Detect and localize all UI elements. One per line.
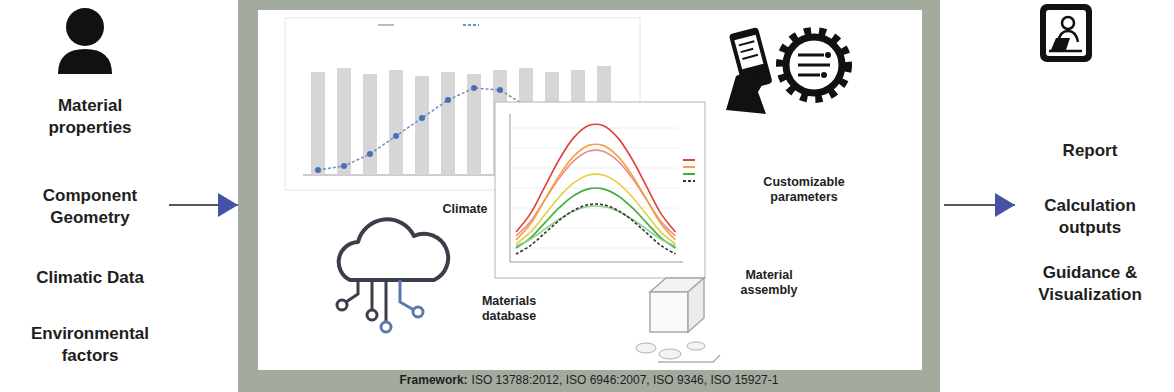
gear-line [798,64,830,67]
pebble [687,342,705,350]
output-item: Report [1015,140,1165,162]
framework-standards: ISO 13788:2012, ISO 6946:2007, ISO 9346,… [472,373,779,387]
bar [441,72,455,175]
hand-shape [726,70,766,114]
climate-curve [516,124,676,232]
gear-dot [821,72,827,78]
circuit-node [337,300,347,310]
grid-line [511,228,678,229]
circuit-line [400,280,414,310]
gear-dot [825,52,831,58]
temperature-point [341,163,347,169]
module-label: Material assembly [723,268,815,298]
input-list: Material propertiesComponent GeometryCli… [15,95,165,371]
chart-axis [510,262,683,263]
input-item: Environmental factors [15,323,165,367]
output-list: ReportCalculation outputsGuidance & Visu… [1015,140,1165,310]
screen-line [739,41,754,45]
grid-line [511,148,678,149]
gear-line [798,74,820,77]
cloud-outline [339,219,448,280]
gear-teeth [780,31,848,99]
framework-panel: Framework: ISO 13788:2012, ISO 6946:2007,… [238,0,940,392]
cube-front [650,292,688,332]
bar [389,70,403,175]
legend-line [463,24,479,26]
chart-legend [683,160,695,181]
temperature-point [445,97,451,103]
output-item: Guidance & Visualization [1015,262,1165,306]
flow-arrow [169,204,238,206]
pebble [636,343,656,353]
grid-line [511,248,678,249]
flow-arrow [944,204,1015,206]
circuit-node [381,322,391,332]
temperature-point [497,87,503,93]
framework-label: Framework: [400,373,468,387]
circuit-node [413,307,423,317]
climate-curve [516,204,676,254]
climate-curve [516,188,676,248]
legend-line [683,166,695,168]
legend-line [378,24,394,26]
input-item: Component Geometry [15,185,165,229]
bar [415,76,429,175]
pebble [659,349,681,359]
circuit-line [371,280,374,310]
icon-laptop [1051,38,1070,50]
cube-side [688,278,704,332]
cloud-icon [337,219,448,332]
module-label: Customizable parameters [748,175,860,205]
temperature-point [393,133,399,139]
screen-line [742,55,757,59]
temperature-point [471,85,477,91]
output-item: Calculation outputs [1015,195,1165,239]
framework-line: Framework: ISO 13788:2012, ISO 6946:2007,… [238,373,940,388]
icon-head [1062,17,1074,29]
icon-screen [1046,10,1086,56]
device-screen [734,35,763,70]
temperature-point [315,167,321,173]
icon-frame [1040,4,1092,62]
module-label: Climate [430,202,500,217]
assembly-sketch [636,278,720,362]
grid-line [511,128,678,129]
icon-desk [1049,50,1082,53]
temperature-point [367,151,373,157]
gear-line [798,54,824,57]
tool-area: Climate Customizable parametersMaterials … [258,10,922,370]
grid-line [511,168,678,169]
climate-curve [516,150,676,236]
legend-line [683,180,695,182]
bar [337,68,351,175]
bar [311,72,325,175]
person-icon [58,8,112,74]
legend-line [683,159,695,161]
circuit-node [367,310,377,320]
base-plate [658,355,720,362]
report-icon [1040,4,1092,62]
temperature-point [419,115,425,121]
screen-line [741,49,754,52]
input-item: Climatic Data [15,267,165,289]
bar [467,74,481,175]
module-label: Materials database [463,294,555,324]
circuit-line [385,280,388,322]
parameters-icon [726,27,848,114]
bar [363,74,377,175]
circuit-line [346,280,358,302]
climate-curve [516,206,676,246]
input-item: Material properties [15,95,165,139]
person-body [58,49,112,74]
climate-curve [516,144,676,240]
gear-ring [786,37,842,93]
chart-axis [510,114,511,262]
person-head [66,8,104,46]
chart-frame [495,102,705,278]
climate-line-chart [495,102,705,278]
legend-line [683,173,695,175]
